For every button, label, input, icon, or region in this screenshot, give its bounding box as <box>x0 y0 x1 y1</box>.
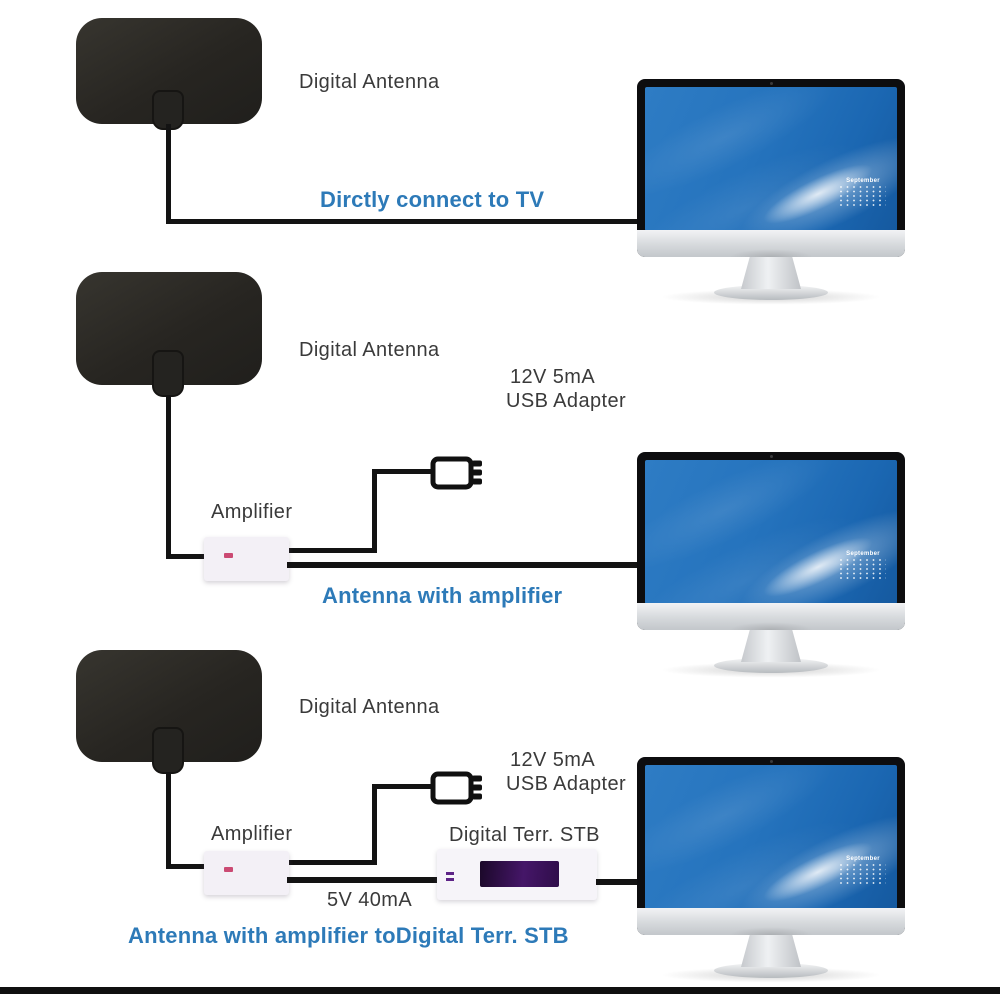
amplifier-to-tv-cable <box>287 562 646 568</box>
stb-box <box>437 849 597 900</box>
usb-plug-icon <box>430 771 482 805</box>
tv-monitor: September <box>637 79 905 309</box>
monitor-screen: September <box>645 87 897 231</box>
antenna-cable <box>166 395 171 557</box>
amplifier-power-cable <box>372 469 377 553</box>
tv-monitor: September <box>637 757 905 987</box>
stb-display <box>480 861 559 887</box>
antenna-label: Digital Antenna <box>299 696 440 718</box>
stb-to-tv-cable <box>596 879 646 885</box>
amplifier-power-cable <box>372 784 377 865</box>
amplifier-box <box>204 851 289 895</box>
antenna-to-tv-cable <box>166 219 646 224</box>
calendar-month-label: September <box>846 550 880 557</box>
monitor-chin <box>637 908 905 935</box>
webcam-icon <box>770 760 773 763</box>
antenna-to-amplifier-cable <box>166 554 209 559</box>
amplifier-box <box>204 537 289 581</box>
stb-label: Digital Terr. STB <box>449 824 600 846</box>
monitor-stand <box>741 256 801 289</box>
monitor-screen: September <box>645 460 897 604</box>
power-rating-label: 5V 40mA <box>327 889 413 911</box>
stb-led <box>446 878 454 881</box>
amplifier-caption: Antenna with amplifier <box>322 583 563 608</box>
usb-adapter-label-line2: USB Adapter <box>506 390 627 412</box>
calendar-grid <box>840 185 886 207</box>
monitor-chin <box>637 603 905 630</box>
amplifier-power-cable <box>372 469 434 474</box>
monitor-stand <box>741 629 801 662</box>
antenna-connector-icon <box>152 727 184 774</box>
antenna-connector-icon <box>152 90 184 130</box>
amplifier-label: Amplifier <box>211 823 293 845</box>
wallpaper-calendar: September <box>840 551 886 580</box>
amplifier-power-cable <box>287 860 377 865</box>
monitor-body: September <box>637 757 905 935</box>
monitor-screen: September <box>645 765 897 909</box>
monitor-body: September <box>637 79 905 257</box>
webcam-icon <box>770 82 773 85</box>
amplifier-power-cable <box>372 784 434 789</box>
monitor-body: September <box>637 452 905 630</box>
calendar-grid <box>840 558 886 580</box>
calendar-month-label: September <box>846 855 880 862</box>
amplifier-to-stb-cable <box>287 877 439 883</box>
usb-adapter-label-line1: 12V 5mA <box>510 749 596 771</box>
calendar-grid <box>840 863 886 885</box>
bottom-divider <box>0 987 1000 994</box>
amplifier-power-cable <box>287 548 377 553</box>
wallpaper-calendar: September <box>840 178 886 207</box>
monitor-stand <box>741 934 801 967</box>
antenna-to-amplifier-cable <box>166 864 209 869</box>
antenna-label: Digital Antenna <box>299 339 440 361</box>
usb-adapter-label-line2: USB Adapter <box>506 773 627 795</box>
amplifier-led <box>224 867 233 872</box>
stb-led <box>446 872 454 875</box>
direct-connect-caption: Dirctly connect to TV <box>320 187 545 212</box>
antenna-cable <box>166 124 171 222</box>
tv-monitor: September <box>637 452 905 682</box>
antenna-cable <box>166 772 171 867</box>
stb-caption: Antenna with amplifier toDigital Terr. S… <box>128 923 569 948</box>
calendar-month-label: September <box>846 177 880 184</box>
wallpaper-calendar: September <box>840 856 886 885</box>
antenna-label: Digital Antenna <box>299 71 440 93</box>
webcam-icon <box>770 455 773 458</box>
amplifier-label: Amplifier <box>211 501 293 523</box>
usb-plug-icon <box>430 456 482 490</box>
amplifier-led <box>224 553 233 558</box>
monitor-chin <box>637 230 905 257</box>
usb-adapter-label-line1: 12V 5mA <box>510 366 596 388</box>
